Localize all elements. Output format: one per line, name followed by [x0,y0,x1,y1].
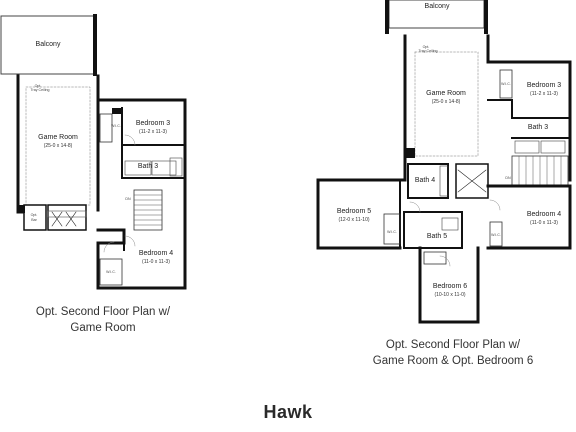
right-plan-caption-line-1: Opt. Second Floor Plan w/ [385,339,521,351]
bedroom-4-label-right: Bedroom 4 [526,211,562,218]
bedroom-4-label: Bedroom 4 [138,250,174,257]
bath-4-label: Bath 4 [414,177,436,184]
game-room-dimensions-right: (25-0 x 14-8) [431,99,461,105]
bedroom-3-dimensions: (11-2 x 11-3) [139,129,167,135]
tray-ceiling-label: Tray Ceiling [30,88,50,92]
right-floor-plan [316,0,572,324]
balcony-label: Balcony [35,41,61,48]
bath-5-label: Bath 5 [426,233,448,240]
game-room-label-right: Game Room [426,90,466,97]
bedroom-3-dimensions-right: (11-2 x 11-3) [530,91,558,97]
left-plan-caption-line-2: Game Room [70,322,136,334]
bedroom-4-dimensions-right: (11-0 x 11-3) [530,220,558,226]
stairs-down-label: DN [125,197,131,201]
stairs-down-label-right: DN [505,176,511,180]
opt-ceiling-label: Opt. [34,84,42,88]
bedroom-5-dimensions: (12-0 x 11-10) [338,217,370,223]
wic-label-right-3: W.I.C. [491,233,501,237]
bar-label: Bar [31,218,37,222]
balcony-label-right: Balcony [424,3,450,10]
tray-ceiling-label-right: Tray Ceiling [418,49,438,53]
wic-label-right-1: W.I.C. [501,82,511,86]
bedroom-6-dimensions: (10-10 x 11-0) [434,292,466,298]
bedroom-5-label: Bedroom 5 [336,208,372,215]
wic-label-1: W.I.C. [111,124,121,128]
bedroom-6-label: Bedroom 6 [432,283,468,290]
bedroom-3-label: Bedroom 3 [135,120,171,127]
opt-label: Opt. [30,213,38,217]
bath-3-label: Bath 3 [137,163,159,170]
game-room-label: Game Room [38,134,78,141]
right-plan-caption: Opt. Second Floor Plan w/ Game Room & Op… [373,337,533,369]
wic-label-2: W.I.C. [106,270,116,274]
bath-3-label-right: Bath 3 [527,124,549,131]
bedroom-3-label-right: Bedroom 3 [526,82,562,89]
right-plan-caption-line-2: Game Room & Opt. Bedroom 6 [372,355,534,367]
game-room-dimensions: (25-0 x 14-8) [43,143,73,149]
left-floor-plan [0,14,187,290]
left-plan-caption: Opt. Second Floor Plan w/ Game Room [36,304,170,336]
wic-label-right-2: W.I.C. [387,230,397,234]
bedroom-4-dimensions: (11-0 x 11-3) [142,259,170,265]
opt-ceiling-label-right: Opt. [422,45,430,49]
page-title: Hawk [263,402,313,422]
left-plan-caption-line-1: Opt. Second Floor Plan w/ [35,306,171,318]
